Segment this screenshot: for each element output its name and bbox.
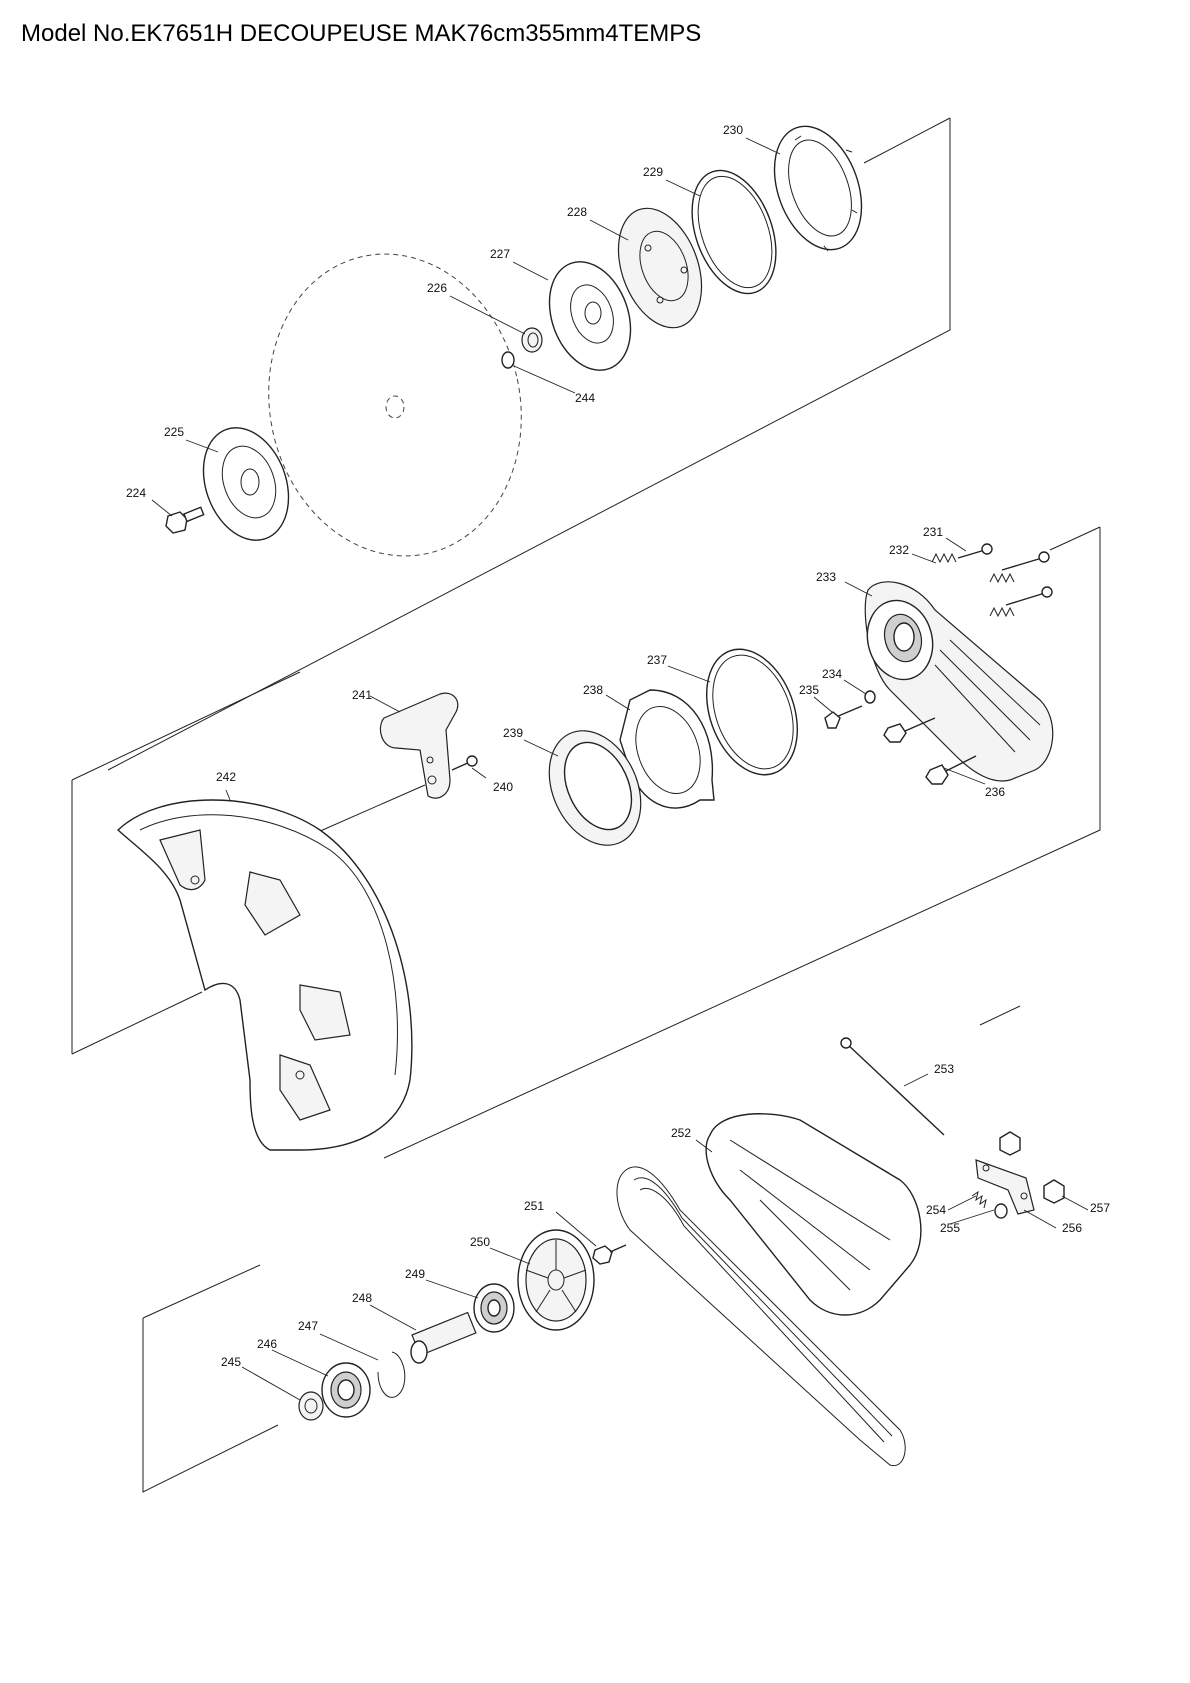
part-236-bolts bbox=[883, 717, 977, 785]
part-234-o-ring bbox=[864, 690, 876, 704]
part-228-spider-plate bbox=[617, 207, 703, 329]
part-251-bolt bbox=[592, 1244, 627, 1265]
callout-240: 240 bbox=[493, 780, 513, 794]
callout-226: 226 bbox=[427, 281, 447, 295]
leader-lines bbox=[151, 137, 1089, 1401]
callout-234: 234 bbox=[822, 667, 842, 681]
part-255-nut bbox=[994, 1203, 1008, 1219]
callout-239: 239 bbox=[503, 726, 523, 740]
part-247-circlip bbox=[377, 1351, 406, 1398]
callout-251: 251 bbox=[524, 1199, 544, 1213]
part-227-inner-flange bbox=[548, 261, 632, 371]
part-240-screw bbox=[451, 755, 478, 771]
v-belt bbox=[616, 1166, 906, 1467]
callout-257: 257 bbox=[1090, 1201, 1110, 1215]
part-253-tension-rod bbox=[840, 1037, 945, 1136]
part-256-bracket bbox=[975, 1159, 1035, 1215]
callout-227: 227 bbox=[490, 247, 510, 261]
part-230-cover-ring bbox=[773, 125, 863, 252]
part-224-bolt bbox=[165, 506, 205, 534]
part-237-gasket bbox=[706, 648, 798, 776]
part-239-guard-ring bbox=[548, 730, 642, 846]
callout-246: 246 bbox=[257, 1337, 277, 1351]
frame-top bbox=[107, 117, 951, 771]
callout-231: 231 bbox=[923, 525, 943, 539]
callout-249: 249 bbox=[405, 1267, 425, 1281]
cutting-disc-outline bbox=[268, 253, 522, 557]
frame-bottom bbox=[142, 1005, 1021, 1493]
callout-232: 232 bbox=[889, 543, 909, 557]
callout-247: 247 bbox=[298, 1319, 318, 1333]
callout-253: 253 bbox=[934, 1062, 954, 1076]
page-title: Model No.EK7651H DECOUPEUSE MAK76cm355mm… bbox=[21, 20, 702, 47]
callout-235: 235 bbox=[799, 683, 819, 697]
callout-238: 238 bbox=[583, 683, 603, 697]
callout-230: 230 bbox=[723, 123, 743, 137]
callout-225: 225 bbox=[164, 425, 184, 439]
part-225-outer-flange bbox=[202, 427, 290, 541]
callout-255: 255 bbox=[940, 1221, 960, 1235]
part-250-pulley bbox=[517, 1229, 595, 1331]
callout-labels: 224 225 226 227 228 229 230 244 231 232 … bbox=[126, 123, 1110, 1369]
callout-250: 250 bbox=[470, 1235, 490, 1249]
callout-229: 229 bbox=[643, 165, 663, 179]
callout-236: 236 bbox=[985, 785, 1005, 799]
part-254-spring bbox=[971, 1190, 987, 1209]
callout-245: 245 bbox=[221, 1355, 241, 1369]
part-252-belt-cover bbox=[705, 1113, 922, 1316]
part-244-o-ring bbox=[501, 351, 515, 369]
part-233-cutting-arm bbox=[864, 581, 1054, 782]
part-226-bushing bbox=[521, 327, 543, 353]
callout-233: 233 bbox=[816, 570, 836, 584]
part-235-stud bbox=[824, 705, 863, 729]
part-257-nuts bbox=[999, 1131, 1065, 1204]
part-245-bushing bbox=[298, 1391, 324, 1421]
part-249-bearing bbox=[473, 1283, 515, 1333]
callout-224: 224 bbox=[126, 486, 146, 500]
callout-241: 241 bbox=[352, 688, 372, 702]
part-242-blade-guard bbox=[116, 799, 413, 1151]
callout-254: 254 bbox=[926, 1203, 946, 1217]
callout-237: 237 bbox=[647, 653, 667, 667]
part-231-bolts bbox=[957, 543, 1053, 606]
part-229-gasket bbox=[691, 169, 777, 295]
frame-middle bbox=[71, 526, 1101, 1159]
callout-248: 248 bbox=[352, 1291, 372, 1305]
callout-242: 242 bbox=[216, 770, 236, 784]
callout-256: 256 bbox=[1062, 1221, 1082, 1235]
callout-244: 244 bbox=[575, 391, 595, 405]
part-248-shaft bbox=[410, 1311, 477, 1364]
part-232-springs bbox=[931, 552, 1015, 618]
part-241-lever bbox=[379, 692, 459, 799]
callout-228: 228 bbox=[567, 205, 587, 219]
callout-252: 252 bbox=[671, 1126, 691, 1140]
part-246-bearing bbox=[321, 1362, 371, 1418]
